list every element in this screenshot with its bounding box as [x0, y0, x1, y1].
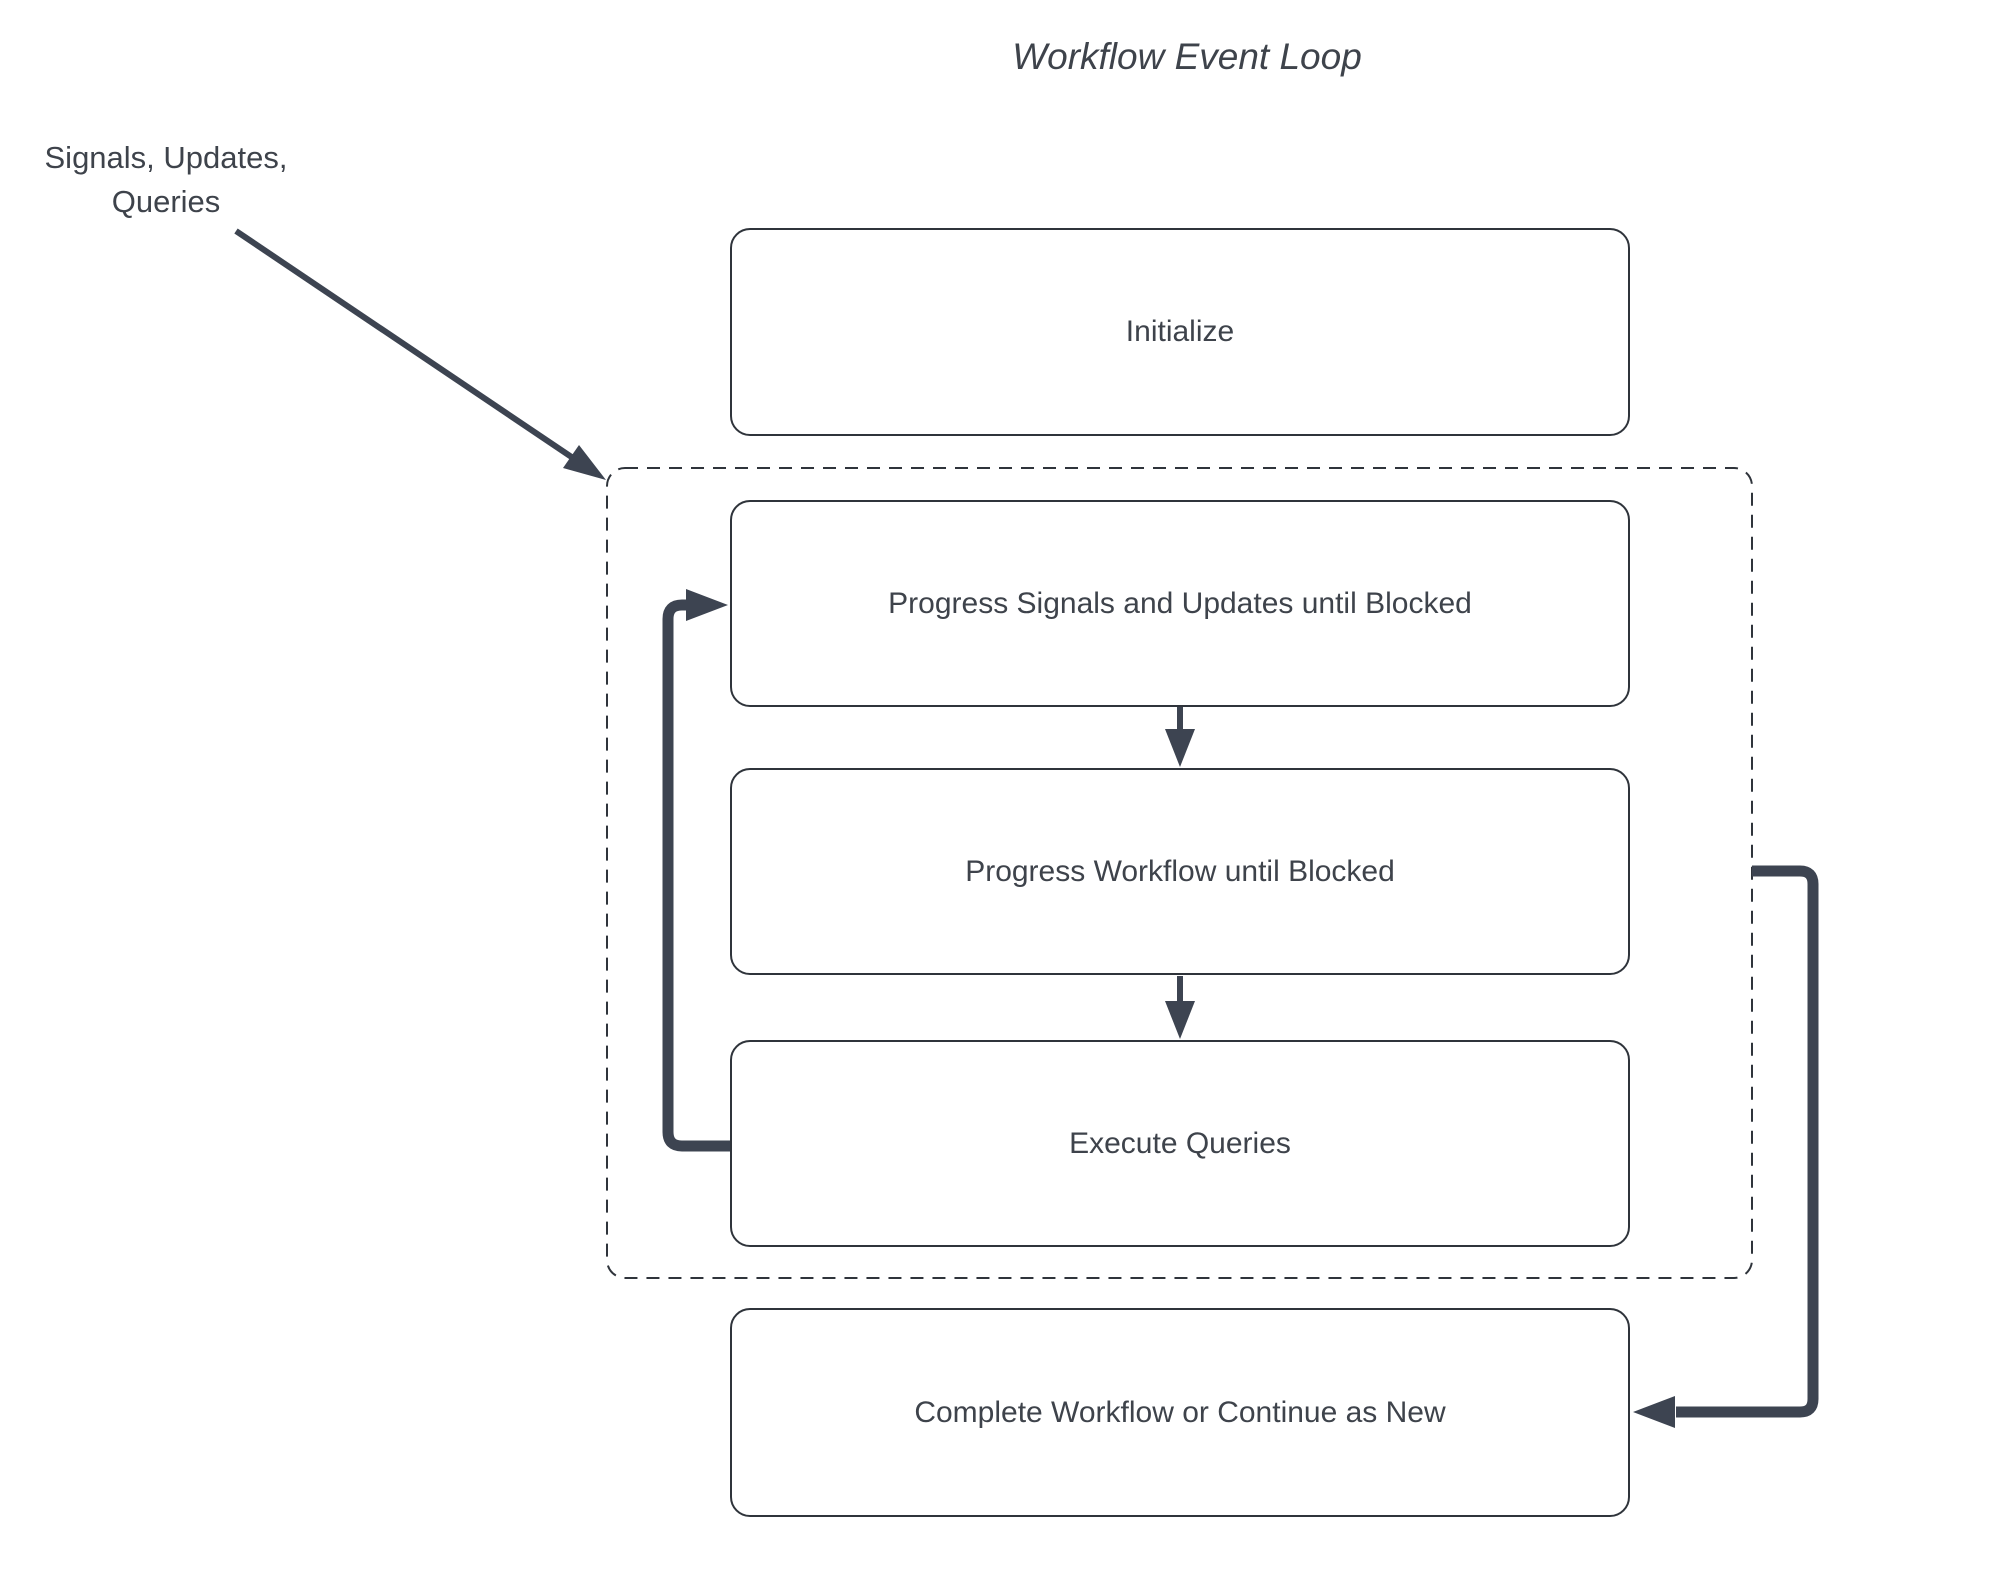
node-execute-queries: Execute Queries [730, 1040, 1630, 1247]
signals-updates-queries-label: Signals, Updates, Queries [44, 140, 288, 219]
arrow-signals-to-workflow-head [1165, 729, 1195, 767]
node-initialize: Initialize [730, 228, 1630, 436]
loop-back-arrowhead [686, 589, 728, 621]
complete-connector [1676, 865, 1819, 1418]
loop-back-connector [662, 599, 730, 1152]
node-progress-workflow: Progress Workflow until Blocked [730, 768, 1630, 975]
input-arrow-line [234, 228, 578, 463]
node-complete-workflow: Complete Workflow or Continue as New [730, 1308, 1630, 1517]
node-progress-signals-updates: Progress Signals and Updates until Block… [730, 500, 1630, 707]
input-arrowhead [563, 445, 606, 480]
complete-arrowhead [1633, 1396, 1675, 1428]
arrow-workflow-to-queries-head [1165, 1001, 1195, 1039]
diagram-title: Workflow Event Loop [1012, 36, 1362, 77]
